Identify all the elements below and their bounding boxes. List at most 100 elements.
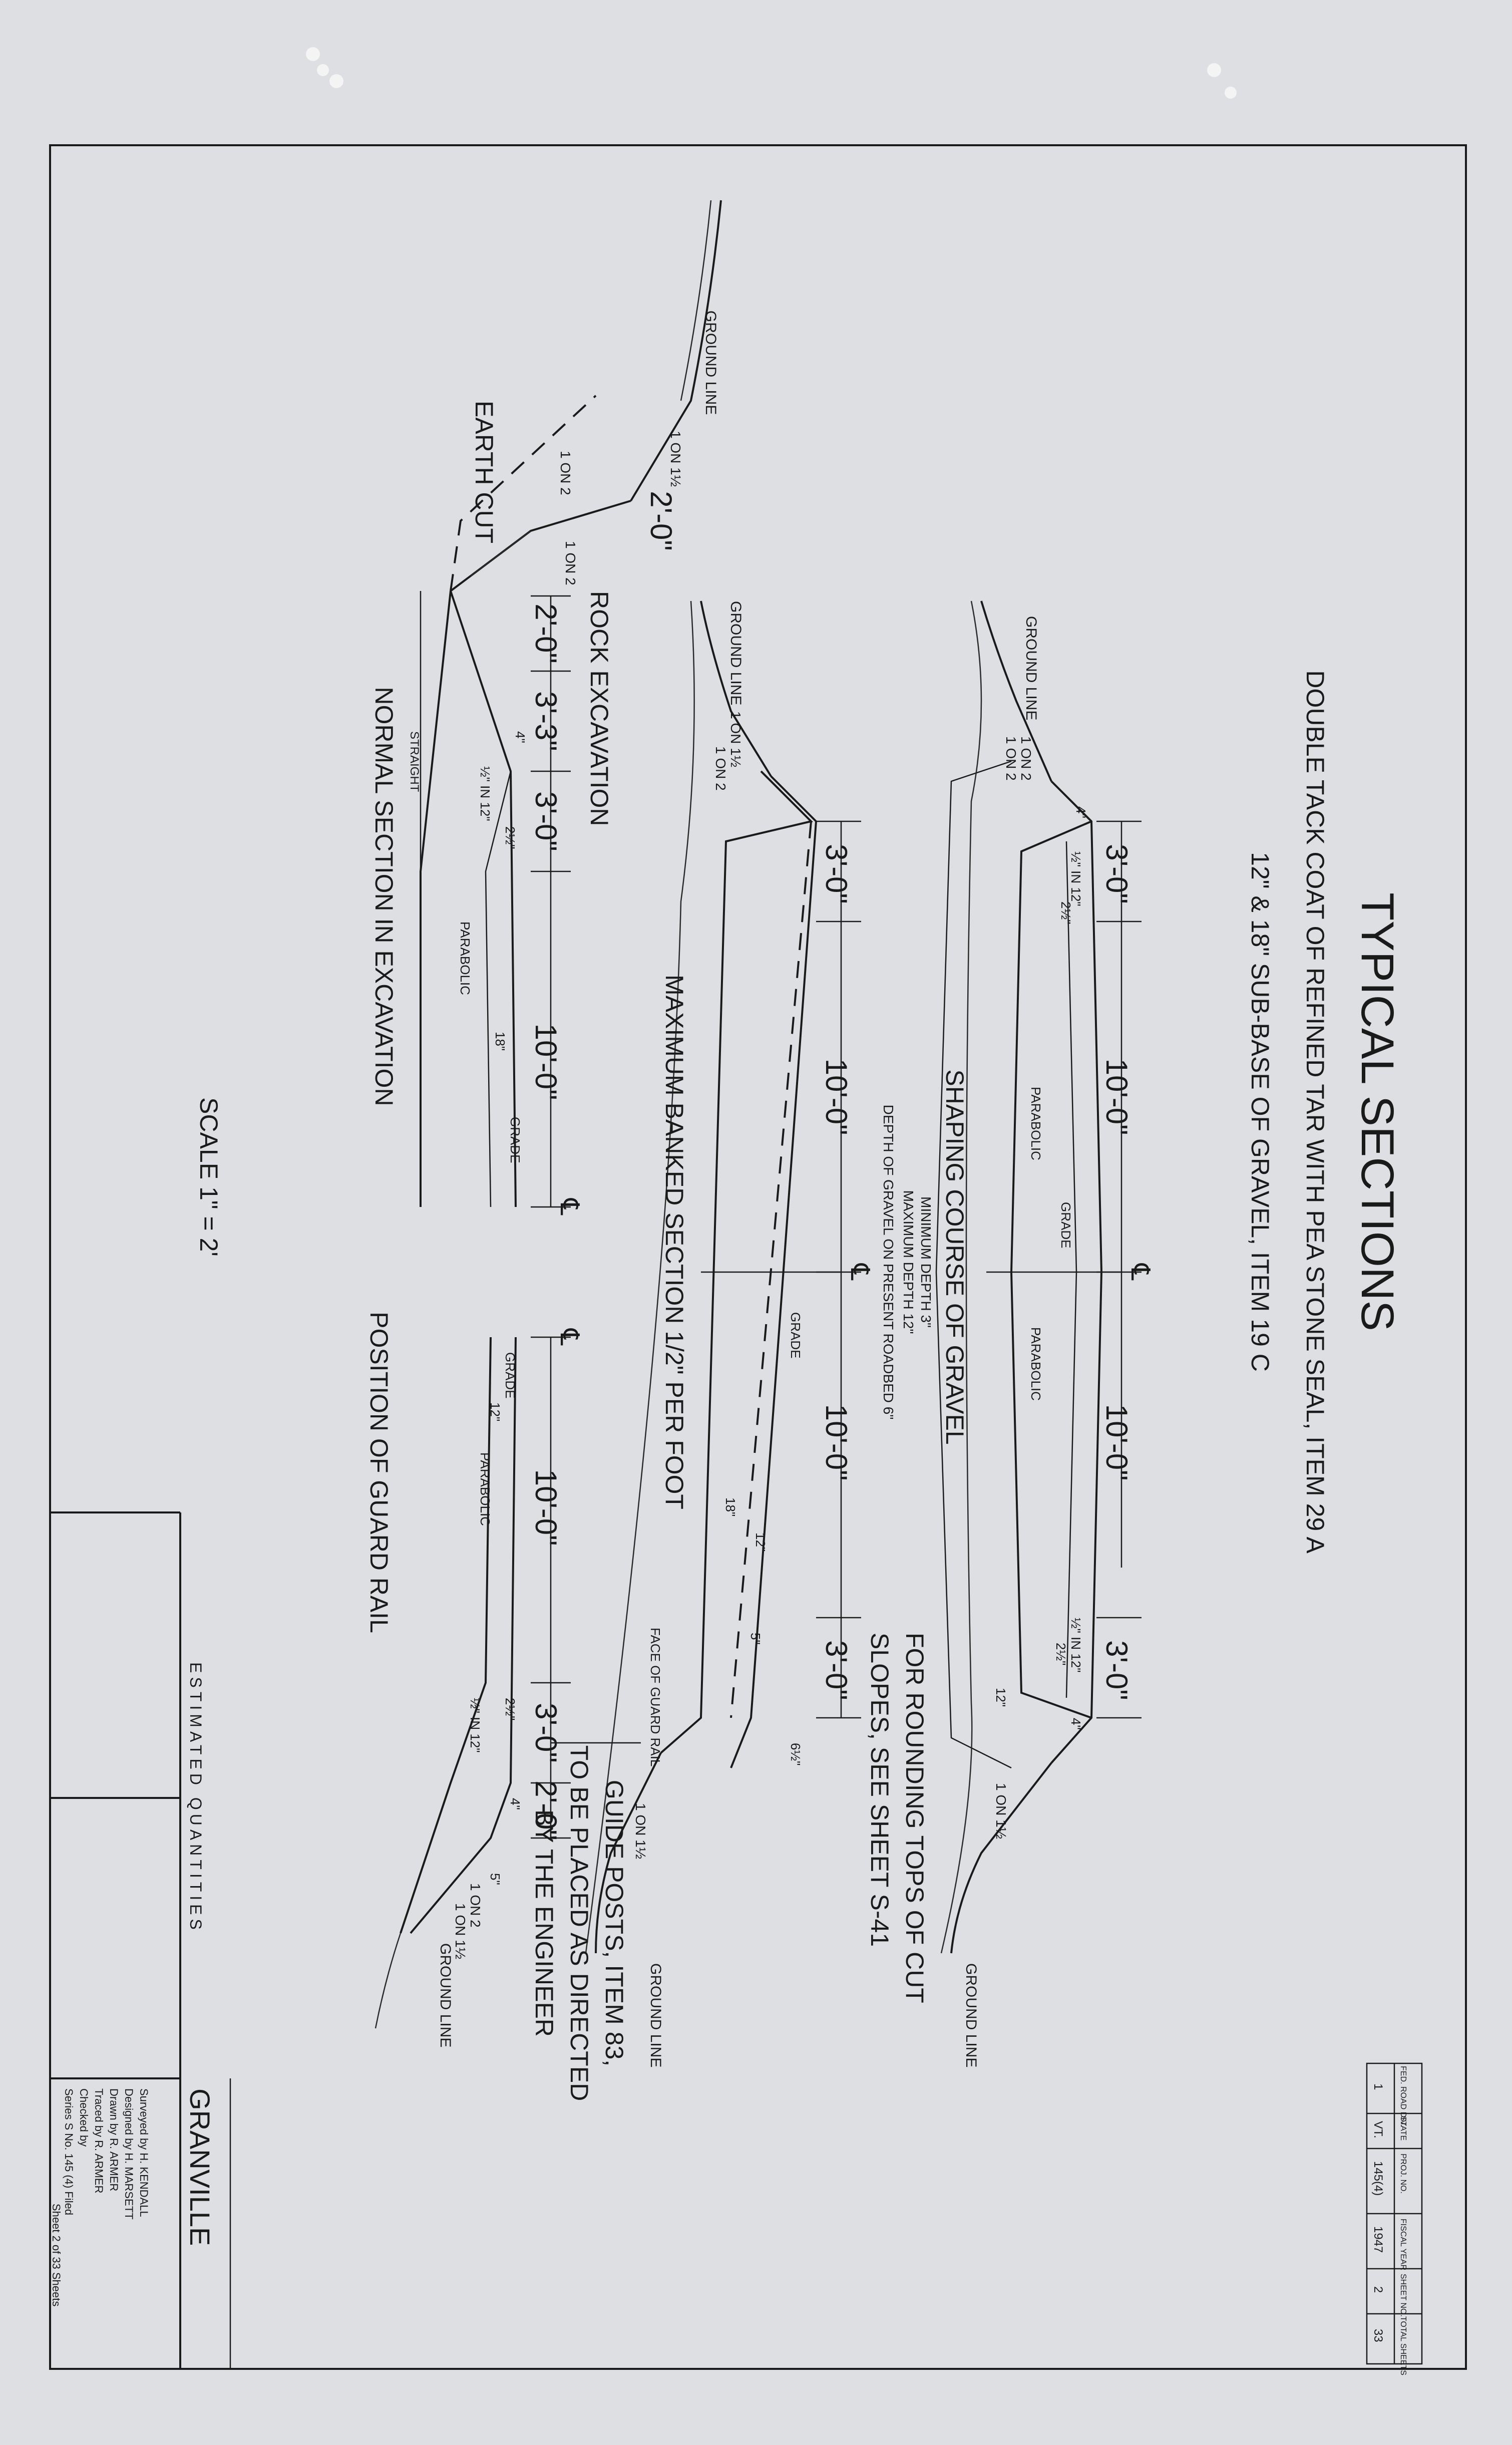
dim-2ft: 2'-0" xyxy=(529,603,563,663)
note-2half: 2½" xyxy=(503,1698,518,1720)
stamp-head: PROJ. NO. xyxy=(1399,2154,1407,2194)
note-18in: 18" xyxy=(723,1497,738,1516)
shaping-note-2: MAXIMUM DEPTH 12" xyxy=(901,1190,916,1334)
checked-by: Checked by xyxy=(78,2088,90,2147)
centerline-mark: ℄ xyxy=(555,1197,584,1215)
dim-3ft: 3'-0" xyxy=(529,1703,563,1762)
dim-3ft-right: 3'-0" xyxy=(820,1640,853,1700)
stamp-value: 145(4) xyxy=(1371,2161,1385,2196)
rounding-note-2: SLOPES, SEE SHEET S-41 xyxy=(866,1633,894,1947)
note-5in: 5" xyxy=(488,1873,503,1885)
dim-10ft-left: 10'-0" xyxy=(1100,1059,1133,1135)
excavation-label: NORMAL SECTION IN EXCAVATION xyxy=(370,687,398,1106)
note-12in: 12" xyxy=(488,1402,503,1421)
ground-label: GROUND LINE xyxy=(702,311,719,415)
slope-label: 1 ON 1½ xyxy=(993,1783,1009,1839)
dim-10ft-right: 10'-0" xyxy=(820,1404,853,1481)
left-slope xyxy=(980,600,1052,782)
stamp-head: TOTAL SHEETS xyxy=(1399,2316,1407,2375)
left-slope xyxy=(700,600,772,777)
punch-hole xyxy=(329,74,343,88)
note-slope: ½" IN 12" xyxy=(1068,851,1083,906)
sheet-border xyxy=(49,144,1467,2370)
centerline-mark: ℄ xyxy=(1125,1263,1155,1281)
ground-line xyxy=(630,200,722,502)
note-parabolic: PARABOLIC xyxy=(458,922,473,995)
note-4in: 4" xyxy=(1073,806,1088,818)
centerline-mark: ℄ xyxy=(555,1328,584,1346)
gravel-base xyxy=(1010,820,1092,1719)
note-4in: 4" xyxy=(1068,1718,1083,1730)
drawing-content: TYPICAL SECTIONS DOUBLE TACK COAT OF REF… xyxy=(50,200,1423,2375)
guide-note-2: TO BE PLACED AS DIRECTED xyxy=(565,1745,593,2101)
punch-hole xyxy=(306,47,320,61)
note-slope: ½" IN 12" xyxy=(1068,1618,1083,1673)
scale-label: SCALE 1" = 2' xyxy=(195,1097,223,1257)
stamp-head: FISCAL YEAR xyxy=(1399,2219,1407,2270)
note-2half: 2½" xyxy=(1058,901,1073,924)
punch-hole xyxy=(317,64,329,76)
title-line-1: DOUBLE TACK COAT OF REFINED TAR WITH PEA… xyxy=(1301,670,1329,1554)
note-2half: 2½" xyxy=(503,826,518,849)
stamp-head: STATE xyxy=(1399,2116,1407,2141)
ground-hatch xyxy=(585,600,695,1954)
note-12in: 12" xyxy=(993,1688,1008,1707)
dim-10ft: 10'-0" xyxy=(529,1469,563,1546)
dim-2ft-top: 2'-0" xyxy=(644,491,678,550)
stamp-head: SHEET NO. xyxy=(1399,2274,1407,2317)
project-stamp: FED. ROAD DIV. STATE PROJ. NO. FISCAL YE… xyxy=(1366,2062,1423,2375)
note-grade: GRADE xyxy=(788,1312,803,1358)
earth-slope xyxy=(450,395,597,591)
slope-label: 1 ON 2 xyxy=(1003,736,1019,781)
slope-label: 1 ON 1½ xyxy=(633,1803,648,1859)
drawing-title: TYPICAL SECTIONS xyxy=(1352,892,1403,1331)
stamp-value: 1947 xyxy=(1371,2226,1385,2253)
slope-label: 1 ON 2 xyxy=(713,746,728,791)
right-slope xyxy=(950,1762,1052,1954)
dim-3ft-left: 3'-0" xyxy=(820,844,853,903)
shaping-note-3: DEPTH OF GRAVEL ON PRESENT ROADBED 6" xyxy=(881,1105,896,1420)
slope-label: 1 ON 2 xyxy=(558,451,573,495)
note-4in: 4" xyxy=(508,1798,523,1810)
dim-3ft: 3'-0" xyxy=(529,791,563,851)
stamp-value: 2 xyxy=(1371,2286,1385,2293)
ditch-line xyxy=(420,590,452,1207)
ground-hatch xyxy=(374,1933,402,2029)
town-name: GRANVILLE xyxy=(184,2088,216,2246)
guardrail-label: POSITION OF GUARD RAIL xyxy=(365,1312,393,1633)
note-parabolic: PARABOLIC xyxy=(1028,1327,1043,1401)
punch-hole xyxy=(1225,87,1237,99)
estimated-quantities-label: ESTIMATED QUANTITIES xyxy=(187,1662,205,1934)
ground-hatch xyxy=(940,600,982,1954)
surveyed-by: Surveyed by H. KENDALL xyxy=(138,2088,150,2217)
slope-label: 1 ON 1½ xyxy=(668,431,683,487)
guard-rail-face-label: FACE OF GUARD RAIL xyxy=(648,1628,663,1766)
stamp-value: VT. xyxy=(1371,2121,1385,2138)
title-line-2: 12" & 18" SUB-BASE OF GRAVEL, ITEM 19 C xyxy=(1246,852,1274,1372)
note-slope: ½" IN 12" xyxy=(468,1698,483,1753)
note-slope: ½" IN 12" xyxy=(478,766,493,821)
banked-label: MAXIMUM BANKED SECTION 1/2" PER FOOT xyxy=(660,975,688,1509)
gravel-base xyxy=(400,1337,492,1934)
dim-2ft: 2'-0" xyxy=(529,1780,563,1840)
note-grade: GRADE xyxy=(1058,1202,1073,1248)
guide-note-1: GUIDE POSTS, ITEM 83, xyxy=(600,1780,628,2066)
guardrail-section: 10'-0" 3'-0" 2'-0" ℄ FACE OF GUARD RAIL … xyxy=(365,1312,663,2047)
shaping-note-1: MINIMUM DEPTH 3" xyxy=(918,1196,934,1328)
note-grade: GRADE xyxy=(508,1117,523,1163)
note-parabolic: PARABOLIC xyxy=(478,1452,493,1526)
ground-line-right: GROUND LINE xyxy=(963,1963,979,2067)
note-12in: 12" xyxy=(753,1533,768,1552)
sheet-number: Sheet 2 of 33 Sheets xyxy=(50,2204,63,2307)
stamp-value: 1 xyxy=(1371,2083,1385,2090)
shaping-label: SHAPING COURSE OF GRAVEL xyxy=(941,1069,969,1444)
road-surface xyxy=(730,775,818,1768)
guide-note-3: BY THE ENGINEER xyxy=(530,1809,558,2037)
road-surface xyxy=(410,1337,517,1934)
note-straight: STRAIGHT xyxy=(408,731,421,792)
dim-10ft-left: 10'-0" xyxy=(820,1059,853,1135)
drawn-by: Drawn by R. ARMER xyxy=(108,2088,120,2191)
slope-label: 1 ON 2 xyxy=(563,541,578,585)
dim-10ft-right: 10'-0" xyxy=(1100,1404,1133,1481)
gravel-base xyxy=(660,770,813,1754)
